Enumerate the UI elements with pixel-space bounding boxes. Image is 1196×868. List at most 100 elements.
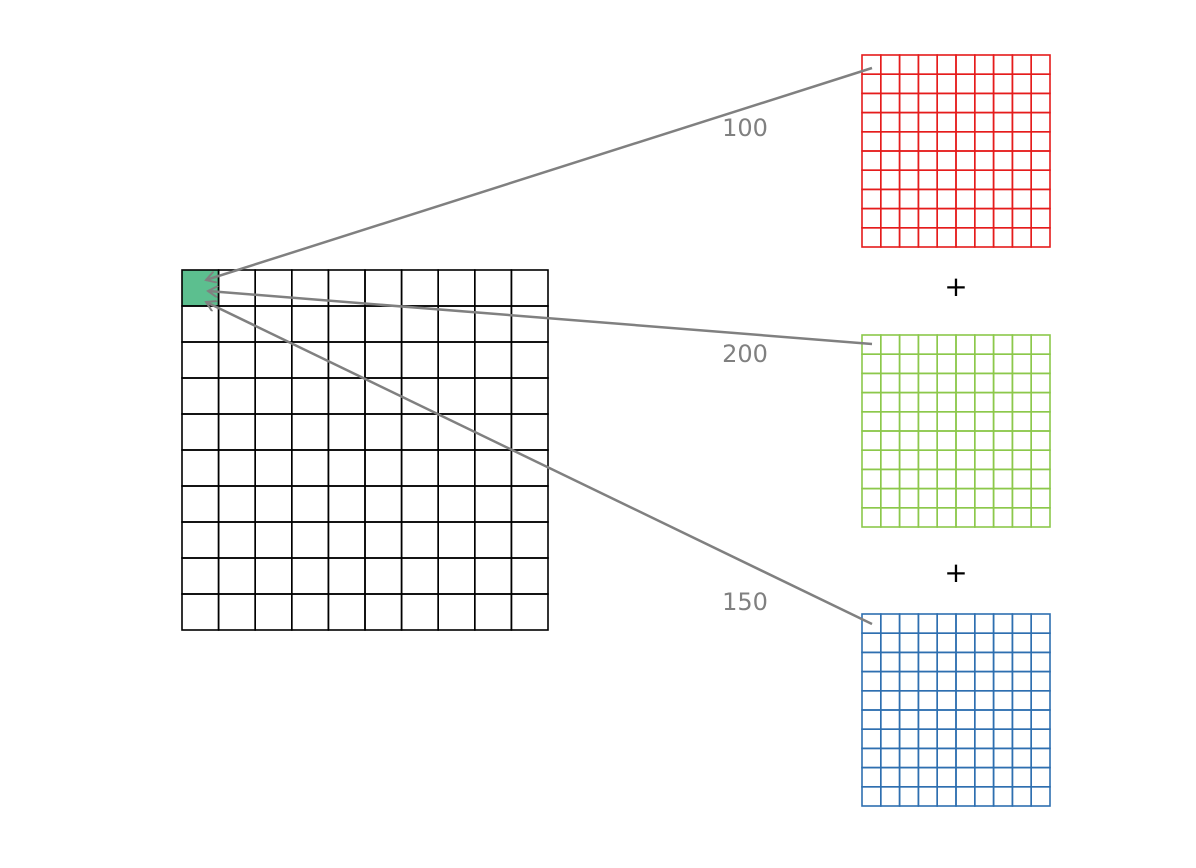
green-channel-grid	[861, 334, 1051, 528]
red-channel-grid-cell	[917, 92, 939, 114]
blue-channel-grid-cell	[936, 766, 957, 788]
output-grid-cell	[327, 593, 366, 631]
green-channel-grid-cell	[1030, 449, 1051, 471]
output-grid-cell	[400, 557, 440, 595]
blue-channel-grid-cell	[861, 632, 882, 654]
output-grid-cell	[181, 593, 220, 631]
red-channel-grid-cell	[1030, 150, 1051, 172]
output-grid-cell	[473, 449, 513, 487]
green-channel-grid-cell	[898, 410, 920, 432]
red-channel-grid-cell	[917, 54, 939, 76]
output-grid-cell	[437, 449, 476, 487]
blue-channel-grid-cell	[973, 689, 995, 711]
red-channel-grid-cell	[861, 169, 882, 191]
green-channel-grid-cell	[861, 506, 882, 528]
red-channel-grid-cell	[973, 54, 995, 76]
green-channel-grid-cell	[917, 506, 939, 528]
red-channel-grid-cell	[973, 92, 995, 114]
green-channel-grid-cell	[973, 468, 995, 490]
output-grid-cell	[473, 521, 513, 559]
green-channel-grid-cell	[861, 410, 882, 432]
red-channel-grid-cell	[898, 92, 920, 114]
output-grid-cell	[473, 341, 513, 379]
blue-channel-grid-cell	[992, 689, 1014, 711]
blue-channel-grid-cell	[898, 651, 920, 673]
green-channel-grid-cell	[955, 449, 976, 471]
green-channel-grid-cell	[898, 449, 920, 471]
arrow-from-red-grid	[206, 66, 873, 280]
blue-channel-grid-cell	[1011, 651, 1033, 673]
blue-channel-grid-cell	[1030, 613, 1051, 635]
green-channel-grid-cell	[992, 487, 1014, 509]
red-channel-grid-cell	[917, 131, 939, 152]
green-channel-grid-cell	[898, 334, 920, 356]
red-channel-grid-cell	[1030, 207, 1051, 229]
blue-channel-grid-cell	[1011, 689, 1033, 711]
blue-channel-grid-cell	[973, 785, 995, 807]
green-channel-grid-cell	[1011, 449, 1033, 471]
green-channel-grid-cell	[992, 353, 1014, 375]
output-grid-cell	[327, 377, 366, 415]
green-channel-grid-cell	[955, 430, 976, 452]
red-channel-grid-cell	[992, 111, 1014, 133]
blue-channel-grid-cell	[917, 632, 939, 654]
green-channel-grid-cell	[1011, 487, 1033, 509]
blue-channel-grid-cell	[936, 651, 957, 673]
blue-channel-grid-cell	[973, 728, 995, 750]
output-grid-cell	[400, 269, 440, 307]
green-channel-grid-cell	[917, 449, 939, 471]
output-grid-cell	[473, 269, 513, 307]
green-channel-grid-cell	[973, 334, 995, 356]
blue-channel-grid-cell	[879, 709, 901, 731]
output-grid-cell	[217, 449, 257, 487]
red-channel-grid-cell	[1030, 92, 1051, 114]
blue-channel-grid-cell	[1011, 747, 1033, 769]
output-grid-cell	[181, 485, 220, 523]
blue-channel-grid-cell	[955, 670, 976, 692]
green-channel-grid-cell	[1030, 391, 1051, 413]
output-grid-cell	[510, 593, 549, 631]
red-channel-grid-cell	[955, 131, 976, 152]
green-channel-grid-cell	[973, 353, 995, 375]
red-channel-grid-cell	[861, 111, 882, 133]
red-channel-grid-cell	[955, 150, 976, 172]
green-channel-grid-cell	[992, 372, 1014, 394]
green-channel-grid-cell	[861, 391, 882, 413]
red-channel-grid-cell	[898, 73, 920, 95]
output-grid-cell	[181, 377, 220, 415]
green-channel-grid-cell	[1011, 430, 1033, 452]
green-channel-grid-cell	[1030, 353, 1051, 375]
plus-operator-1: +	[944, 270, 967, 303]
red-channel-grid-cell	[898, 54, 920, 76]
red-channel-grid-cell	[936, 111, 957, 133]
red-channel-grid-cell	[936, 227, 957, 248]
output-grid-cell	[290, 521, 330, 559]
green-channel-grid-cell	[898, 506, 920, 528]
blue-channel-grid-cell	[861, 766, 882, 788]
green-channel-grid-cell	[973, 487, 995, 509]
blue-channel-grid-cell	[1030, 766, 1051, 788]
blue-channel-grid-cell	[973, 613, 995, 635]
output-grid-cell	[181, 305, 220, 343]
blue-channel-grid-cell	[879, 689, 901, 711]
blue-channel-grid-cell	[898, 632, 920, 654]
output-grid-cell	[181, 413, 220, 451]
output-grid-cell	[217, 413, 257, 451]
output-grid-cell	[510, 341, 549, 379]
blue-channel-grid-cell	[1011, 632, 1033, 654]
output-grid-cell	[400, 341, 440, 379]
output-grid-cell	[364, 341, 403, 379]
red-channel-grid-cell	[955, 169, 976, 191]
output-grid-cell	[181, 521, 220, 559]
output-grid-cell	[364, 269, 403, 307]
green-channel-grid-cell	[861, 430, 882, 452]
red-channel-grid-cell	[898, 227, 920, 248]
blue-channel-grid-cell	[955, 632, 976, 654]
red-channel-grid-cell	[1011, 92, 1033, 114]
red-channel-grid-cell	[936, 131, 957, 152]
green-channel-grid-cell	[1030, 372, 1051, 394]
green-channel-grid-cell	[917, 410, 939, 432]
blue-channel-grid-cell	[898, 747, 920, 769]
red-channel-grid-cell	[861, 188, 882, 210]
red-channel-grid-cell	[917, 150, 939, 172]
